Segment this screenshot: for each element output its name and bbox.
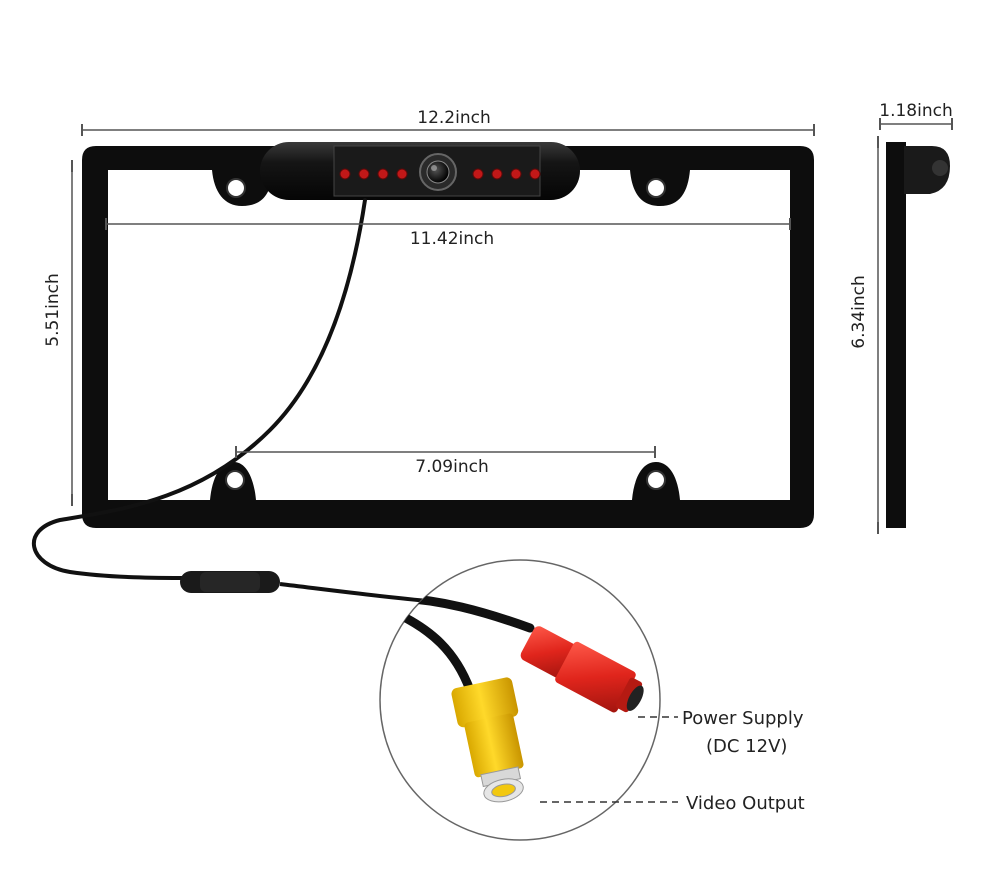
ir-led-icon [510, 168, 522, 180]
inline-cable-joint [180, 571, 280, 593]
dimension-overall-width: 12.2inch [81, 106, 815, 136]
dimension-label-overall-width: 12.2inch [417, 108, 490, 128]
dimension-label-height-side: 6.34inch [849, 275, 869, 348]
ir-led-icon [529, 168, 541, 180]
connector-zoom-circle [379, 559, 661, 841]
plate-frame [82, 146, 814, 528]
dimension-label-depth: 1.18inch [879, 101, 952, 121]
ir-led-icon [491, 168, 503, 180]
dimension-label-height-front: 5.51inch [43, 273, 63, 346]
camera-bar [260, 142, 580, 200]
ir-led-icon [377, 168, 389, 180]
dimension-height-front: 5.51inch [43, 160, 73, 506]
cable-to-connectors [279, 582, 441, 604]
callout-power-supply: Power Supply [682, 708, 804, 729]
dimension-inner-width: 11.42inch [105, 218, 791, 249]
dimension-label-inner-width: 11.42inch [410, 229, 494, 249]
camera-cable [31, 198, 367, 580]
side-view [886, 142, 950, 528]
ir-led-group-left [339, 168, 408, 180]
camera-lens-icon [419, 153, 457, 191]
ir-led-icon [472, 168, 484, 180]
mounting-hole-top-left [226, 178, 246, 198]
dimension-label-hole-spacing: 7.09inch [415, 457, 488, 477]
dimension-hole-spacing: 7.09inch [235, 446, 656, 477]
dimension-depth: 1.18inch [879, 101, 953, 130]
callout-power-voltage: (DC 12V) [706, 736, 787, 757]
callout-video-output: Video Output [686, 793, 805, 814]
mounting-hole-bottom-left [225, 470, 245, 490]
power-connector [520, 626, 644, 713]
dimension-height-side: 6.34inch [849, 136, 879, 534]
video-connector [451, 677, 524, 803]
ir-led-icon [396, 168, 408, 180]
ir-led-icon [339, 168, 351, 180]
mounting-hole-bottom-right [646, 470, 666, 490]
ir-led-group-right [472, 168, 541, 180]
mounting-hole-top-right [646, 178, 666, 198]
ir-led-icon [358, 168, 370, 180]
